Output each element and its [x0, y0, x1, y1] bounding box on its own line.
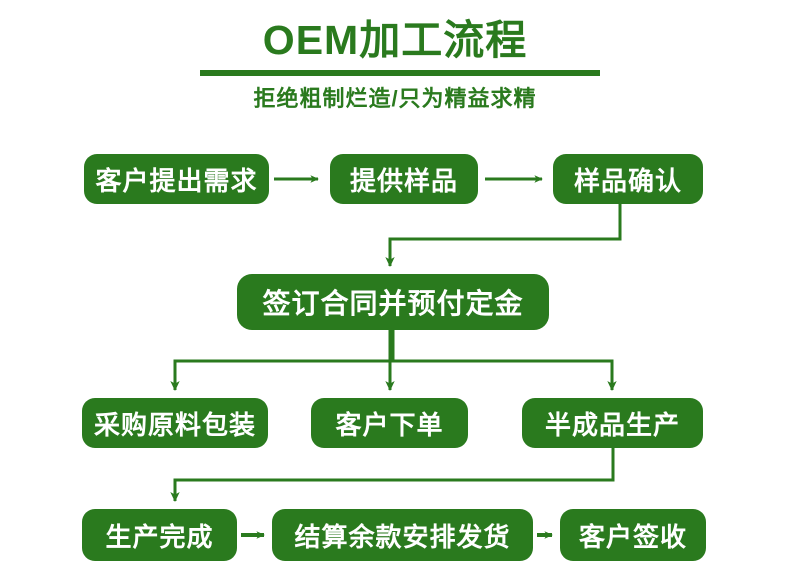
arrow-contract-to-purchase — [170, 330, 395, 391]
arrow-semi-to-complete — [170, 448, 615, 502]
flow-node-purchase-materials[interactable]: 采购原料包装 — [82, 398, 268, 448]
flow-node-provide-sample[interactable]: 提供样品 — [330, 154, 478, 204]
page-title: OEM加工流程 — [262, 17, 528, 63]
flow-node-settle-balance-ship[interactable]: 结算余款安排发货 — [272, 509, 533, 561]
arrow-confirm-to-contract — [385, 204, 622, 267]
title-divider — [200, 70, 600, 76]
chart-header: OEM加工流程 拒绝粗制烂造/只为精益求精 — [0, 0, 790, 130]
page-subtitle: 拒绝粗制烂造/只为精益求精 — [253, 86, 537, 111]
flow-node-production-complete[interactable]: 生产完成 — [82, 509, 237, 561]
flow-node-sample-confirm[interactable]: 样品确认 — [553, 154, 703, 204]
flow-node-customer-order[interactable]: 客户下单 — [311, 398, 468, 448]
flow-node-customer-request[interactable]: 客户提出需求 — [84, 154, 269, 204]
flow-node-customer-receipt[interactable]: 客户签收 — [560, 509, 706, 561]
flow-node-sign-contract-deposit[interactable]: 签订合同并预付定金 — [237, 274, 549, 330]
flow-node-semi-finished[interactable]: 半成品生产 — [522, 398, 703, 448]
arrow-contract-to-semi — [391, 330, 617, 391]
